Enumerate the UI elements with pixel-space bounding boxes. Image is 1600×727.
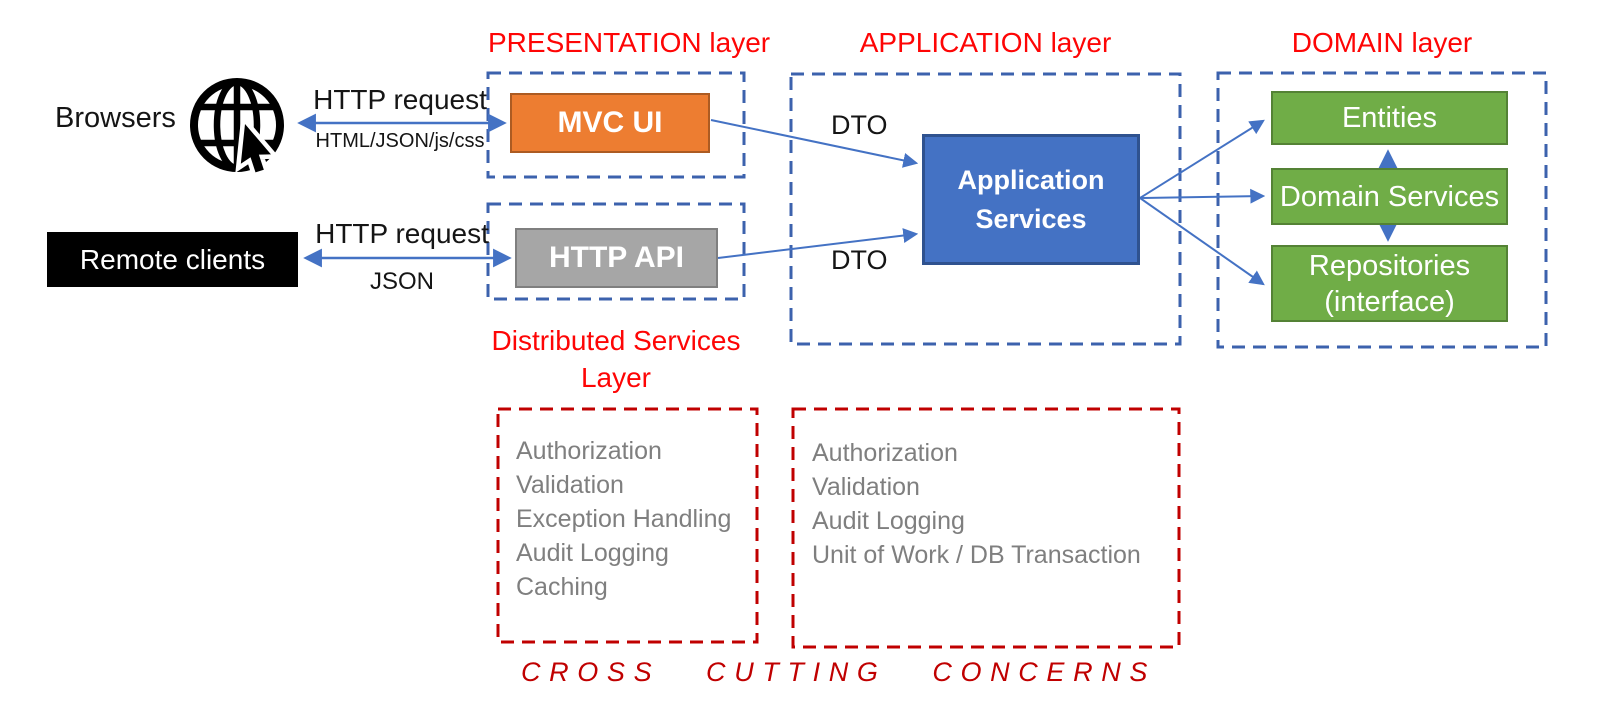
arrow-appservices-entities bbox=[1139, 119, 1265, 199]
repositories-line1: Repositories bbox=[1308, 249, 1471, 282]
list-item: Validation bbox=[516, 471, 624, 499]
presentation-layer-title: PRESENTATION layer bbox=[488, 27, 771, 58]
presentation-mvc-dashed-box bbox=[486, 71, 746, 179]
repositories-box: Repositories (interface) bbox=[1271, 245, 1508, 322]
list-item: Caching bbox=[516, 573, 608, 601]
domain-layer-title: DOMAIN layer bbox=[1291, 27, 1473, 58]
distributed-services-line2: Layer bbox=[580, 362, 652, 393]
dto-bottom-label: DTO bbox=[831, 245, 888, 275]
browser-arrow-bottom-label: HTML/JSON/js/css bbox=[315, 130, 485, 152]
remote-clients-label: Remote clients bbox=[79, 243, 266, 275]
list-item: Audit Logging bbox=[812, 507, 965, 535]
domain-services-box: Domain Services bbox=[1271, 168, 1508, 225]
list-item: Audit Logging bbox=[516, 539, 669, 567]
mvc-ui-box: MVC UI bbox=[510, 93, 710, 153]
application-layer-title: APPLICATION layer bbox=[859, 27, 1112, 58]
cross-cutting-title: CROSS CUTTING CONCERNS bbox=[521, 657, 1156, 687]
cross-cutting-left-dashed-box bbox=[496, 407, 759, 644]
list-item: Authorization bbox=[812, 439, 958, 467]
domain-layer-dashed-box bbox=[1216, 71, 1548, 349]
list-item: Authorization bbox=[516, 437, 662, 465]
cross-cutting-right-dashed-box bbox=[791, 407, 1181, 649]
browser-arrow-top-label: HTTP request bbox=[313, 84, 487, 115]
remote-arrow-top-label: HTTP request bbox=[315, 218, 489, 249]
http-api-box: HTTP API bbox=[515, 228, 718, 288]
arrow-appservices-repositories bbox=[1139, 197, 1265, 286]
arrow-appservices-domainservices bbox=[1139, 188, 1266, 204]
application-layer-dashed-box bbox=[789, 72, 1182, 346]
entities-box: Entities bbox=[1271, 91, 1508, 145]
remote-clients-box: Remote clients bbox=[47, 232, 298, 287]
application-services-line2: Services bbox=[975, 203, 1087, 234]
list-item: Exception Handling bbox=[516, 505, 732, 533]
mvc-ui-label: MVC UI bbox=[557, 106, 663, 139]
application-services-box: Application Services bbox=[922, 134, 1140, 265]
dto-top-label: DTO bbox=[831, 110, 888, 140]
repositories-line2: (interface) bbox=[1324, 285, 1455, 318]
remote-arrow-bottom-label: JSON bbox=[369, 268, 434, 295]
distributed-services-layer-label: Distributed Services Layer bbox=[458, 322, 774, 396]
distributed-services-line1: Distributed Services bbox=[491, 325, 741, 356]
cross-cutting-right-list: Authorization Validation Audit Logging U… bbox=[812, 436, 1141, 572]
domain-services-label: Domain Services bbox=[1279, 180, 1500, 213]
cross-cutting-left-list: Authorization Validation Exception Handl… bbox=[516, 434, 731, 604]
list-item: Unit of Work / DB Transaction bbox=[812, 541, 1141, 569]
entities-label: Entities bbox=[1341, 102, 1438, 134]
arrow-mvc-appservices bbox=[710, 119, 919, 168]
list-item: Validation bbox=[812, 473, 920, 501]
browsers-label: Browsers bbox=[55, 102, 176, 134]
globe-cursor-icon bbox=[190, 78, 284, 179]
arrow-api-appservices bbox=[717, 228, 919, 259]
http-api-label: HTTP API bbox=[548, 241, 684, 274]
application-services-line1: Application bbox=[957, 164, 1105, 195]
